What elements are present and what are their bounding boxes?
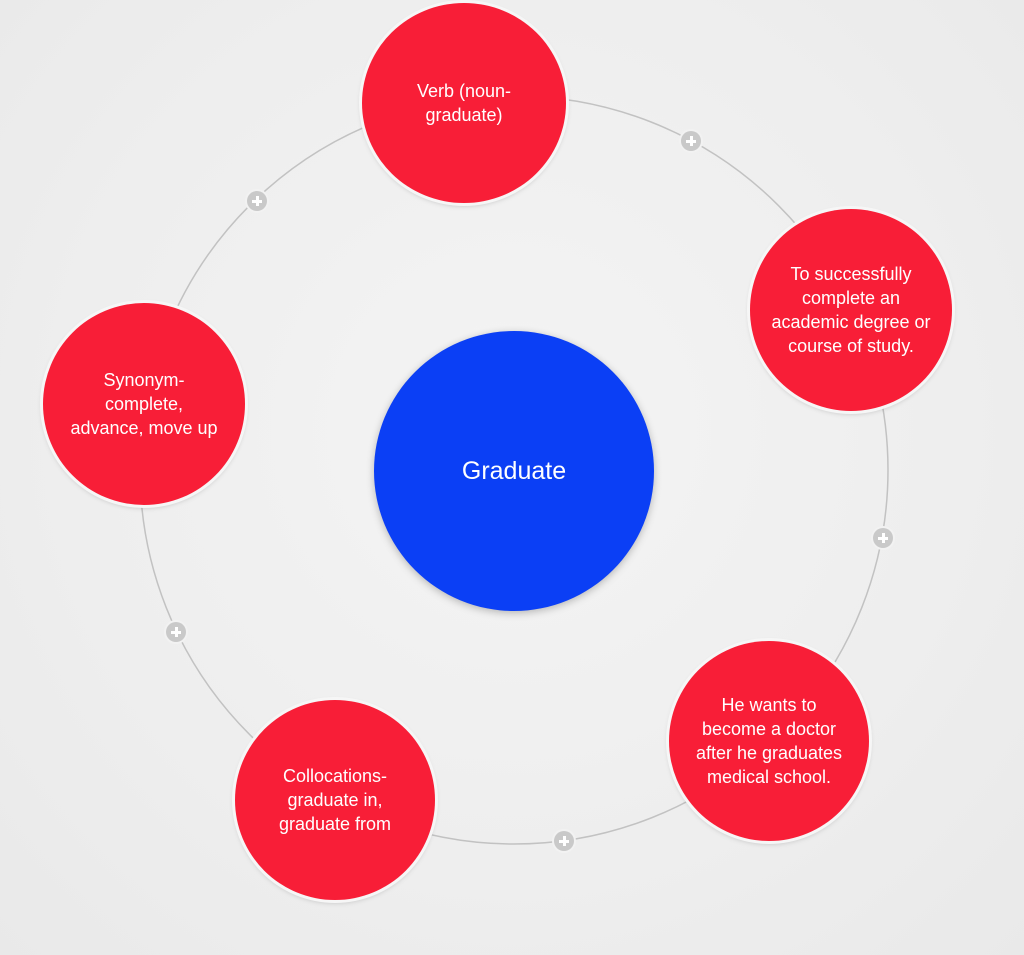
node-verb[interactable]: Verb (noun- graduate) (362, 3, 566, 203)
add-node-plus-icon[interactable] (554, 831, 574, 851)
node-collocations-label: Collocations- graduate in, graduate from (278, 766, 392, 834)
add-node-plus-icon[interactable] (166, 622, 186, 642)
add-node-plus-icon[interactable] (873, 528, 893, 548)
node-collocations[interactable]: Collocations- graduate in, graduate from (235, 700, 435, 900)
node-synonym[interactable]: Synonym- complete, advance, move up (43, 303, 245, 505)
center-node-label: Graduate (461, 457, 567, 485)
node-example-label: He wants to become a doctor after he gra… (695, 695, 843, 787)
node-synonym-label: Synonym- complete, advance, move up (70, 370, 218, 438)
node-verb-label: Verb (noun- graduate) (416, 81, 512, 125)
center-node-graduate[interactable]: Graduate (374, 331, 654, 611)
add-node-plus-icon[interactable] (681, 131, 701, 151)
node-definition[interactable]: To successfully complete an academic deg… (750, 209, 952, 411)
add-node-plus-icon[interactable] (247, 191, 267, 211)
node-example[interactable]: He wants to become a doctor after he gra… (669, 641, 869, 841)
node-definition-label: To successfully complete an academic deg… (771, 264, 931, 356)
